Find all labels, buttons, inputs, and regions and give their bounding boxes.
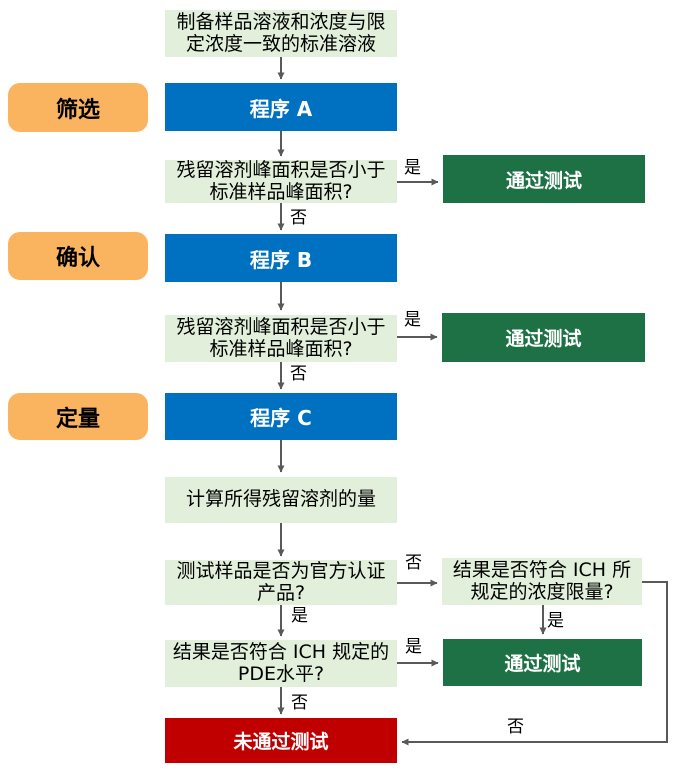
decision-peak-area-2: 残留溶剂峰面积是否小于标准样品峰面积? bbox=[165, 315, 397, 362]
procedure-b-node: 程序 B bbox=[165, 234, 397, 282]
fail-test-node: 未通过测试 bbox=[165, 718, 397, 763]
edge-label-yes-dec2: 是 bbox=[404, 310, 421, 330]
edge-label-yes-dec4: 是 bbox=[405, 637, 422, 657]
edge-label-no-ich-limit: 否 bbox=[507, 717, 524, 737]
edge-label-no-dec4: 否 bbox=[291, 693, 308, 713]
edge-label-yes-dec3: 是 bbox=[291, 606, 308, 626]
edge-label-no-dec1: 否 bbox=[290, 208, 307, 228]
pass-test-node-2: 通过测试 bbox=[442, 313, 645, 362]
start-node: 制备样品溶液和浓度与限定浓度一致的标准溶液 bbox=[165, 10, 397, 57]
calculate-amount-node: 计算所得残留溶剂的量 bbox=[165, 477, 397, 523]
pass-test-node-3: 通过测试 bbox=[443, 639, 642, 686]
stage-label-screening: 筛选 bbox=[8, 83, 148, 132]
stage-label-quantification: 定量 bbox=[8, 393, 148, 440]
edge-label-no-dec3: 否 bbox=[405, 553, 422, 573]
stage-label-confirmation: 确认 bbox=[8, 232, 148, 280]
decision-ich-concentration-limit: 结果是否符合 ICH 所规定的浓度限量? bbox=[442, 558, 642, 605]
edge-label-no-dec2: 否 bbox=[290, 364, 307, 384]
decision-ich-pde-level: 结果是否符合 ICH 规定的PDE水平? bbox=[165, 640, 397, 687]
procedure-c-node: 程序 C bbox=[165, 393, 397, 440]
edge-label-yes-dec1: 是 bbox=[404, 158, 421, 178]
procedure-a-node: 程序 A bbox=[165, 83, 397, 131]
pass-test-node-1: 通过测试 bbox=[443, 155, 645, 203]
decision-official-product: 测试样品是否为官方认证产品? bbox=[165, 560, 397, 605]
decision-peak-area-1: 残留溶剂峰面积是否小于标准样品峰面积? bbox=[165, 159, 397, 203]
edge-label-yes-ich-limit: 是 bbox=[547, 611, 564, 631]
